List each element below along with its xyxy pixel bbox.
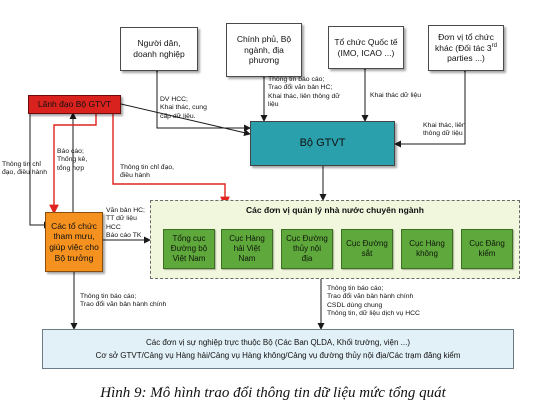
- agency-inland-waterway-label: Cục Đường thủy nội địa: [286, 234, 328, 263]
- left-reports-label: Báo cáo; Thống kê, tổng hợp: [57, 148, 88, 172]
- leadership-statemgmt-red-arrow: [112, 113, 230, 207]
- leader-direction-label: Thông tin chỉ đạo, điều hành: [120, 164, 175, 180]
- affiliated-units-box: Các đơn vị sự nghiệp trực thuộc Bộ (Các …: [42, 329, 514, 369]
- statemgmt-bottom-label: Thông tin báo cáo; Trao đổi văn bản hành…: [327, 285, 420, 318]
- affiliated-units-line2: Cơ sở GTVT/Cảng vụ Hàng hải/Cảng vụ Hàng…: [95, 350, 461, 360]
- citizens-business-box: Người dân, doanh nghiệp: [120, 27, 198, 71]
- agency-maritime: Cục Hàng hải Việt Nam: [221, 229, 273, 269]
- ministry-label: Bộ GTVT: [299, 136, 346, 149]
- intl-org-box: Tổ chức Quốc tế (IMO, ICAO ...): [328, 26, 404, 69]
- ministry-box: Bộ GTVT: [250, 121, 395, 166]
- leadership-label: Lãnh đạo Bộ GTVT: [37, 99, 112, 110]
- state-management-title: Các đơn vị quản lý nhà nước chuyên ngành: [246, 205, 424, 215]
- other-org-label: Đơn vị tổ chức khác (Đối tác 3rd parties…: [434, 32, 498, 64]
- advisory-orgs-box: Các tổ chức tham mưu, giúp việc cho Bộ t…: [45, 212, 103, 272]
- citizens-business-label: Người dân, doanh nghiệp: [133, 38, 185, 59]
- affiliated-units-line1: Các đơn vị sự nghiệp trực thuộc Bộ (Các …: [145, 337, 410, 347]
- government-label: Chính phủ, Bộ ngành, địa phương: [236, 34, 292, 66]
- advisory-orgs-label: Các tổ chức tham mưu, giúp việc cho Bộ t…: [49, 220, 99, 263]
- leadership-advisory-red-arrow: [49, 113, 97, 215]
- leadership-box: Lãnh đạo Bộ GTVT: [28, 95, 121, 114]
- figure-caption: Hình 9: Mô hình trao đổi thông tin dữ li…: [100, 385, 446, 401]
- other-org-box: Đơn vị tổ chức khác (Đối tác 3rd parties…: [428, 25, 504, 71]
- agency-road-label: Tổng cục Đường bộ Việt Nam: [170, 234, 208, 263]
- agency-railway: Cục Đường sắt: [341, 229, 393, 269]
- intl-flow-label: Khai thác dữ liệu: [370, 92, 422, 99]
- other-ministry-connector: [394, 66, 469, 148]
- citizens-flow-label: DV HCC; Khai thác, cung cấp dữ liệu.: [160, 96, 207, 120]
- agency-aviation: Cục Hàng không: [401, 229, 453, 269]
- agency-railway-label: Cục Đường sắt: [346, 239, 388, 258]
- agency-road: Tổng cục Đường bộ Việt Nam: [163, 229, 215, 269]
- agency-inland-waterway: Cục Đường thủy nội địa: [281, 229, 333, 269]
- intl-org-label: Tổ chức Quốc tế (IMO, ICAO ...): [334, 36, 398, 58]
- other-flow-label: Khai thác, liên thông dữ liệu: [423, 122, 466, 138]
- government-flow-label: Thông tin báo cáo; Trao đổi văn bản HC; …: [268, 76, 340, 109]
- leadership-advisory-direction: [29, 104, 51, 229]
- agency-registry-label: Cục Đăng kiểm: [469, 239, 505, 258]
- advisory-bottom-label: Thông tin báo cáo; Trao đổi văn bản hành…: [80, 293, 167, 309]
- advisory-docs-label: Văn bản HC; TT dữ liệu HCC Báo cáo TK: [106, 207, 145, 240]
- government-box: Chính phủ, Bộ ngành, địa phương: [226, 23, 302, 77]
- leadership-ministry-connector: [114, 99, 251, 137]
- agency-maritime-label: Cục Hàng hải Việt Nam: [229, 234, 265, 263]
- left-direction-label: Thông tin chỉ đạo, điều hành: [2, 161, 47, 177]
- agency-aviation-label: Cục Hàng không: [409, 239, 445, 258]
- agency-registry: Cục Đăng kiểm: [461, 229, 513, 269]
- state-management-panel: Các đơn vị quản lý nhà nước chuyên ngành…: [150, 200, 520, 279]
